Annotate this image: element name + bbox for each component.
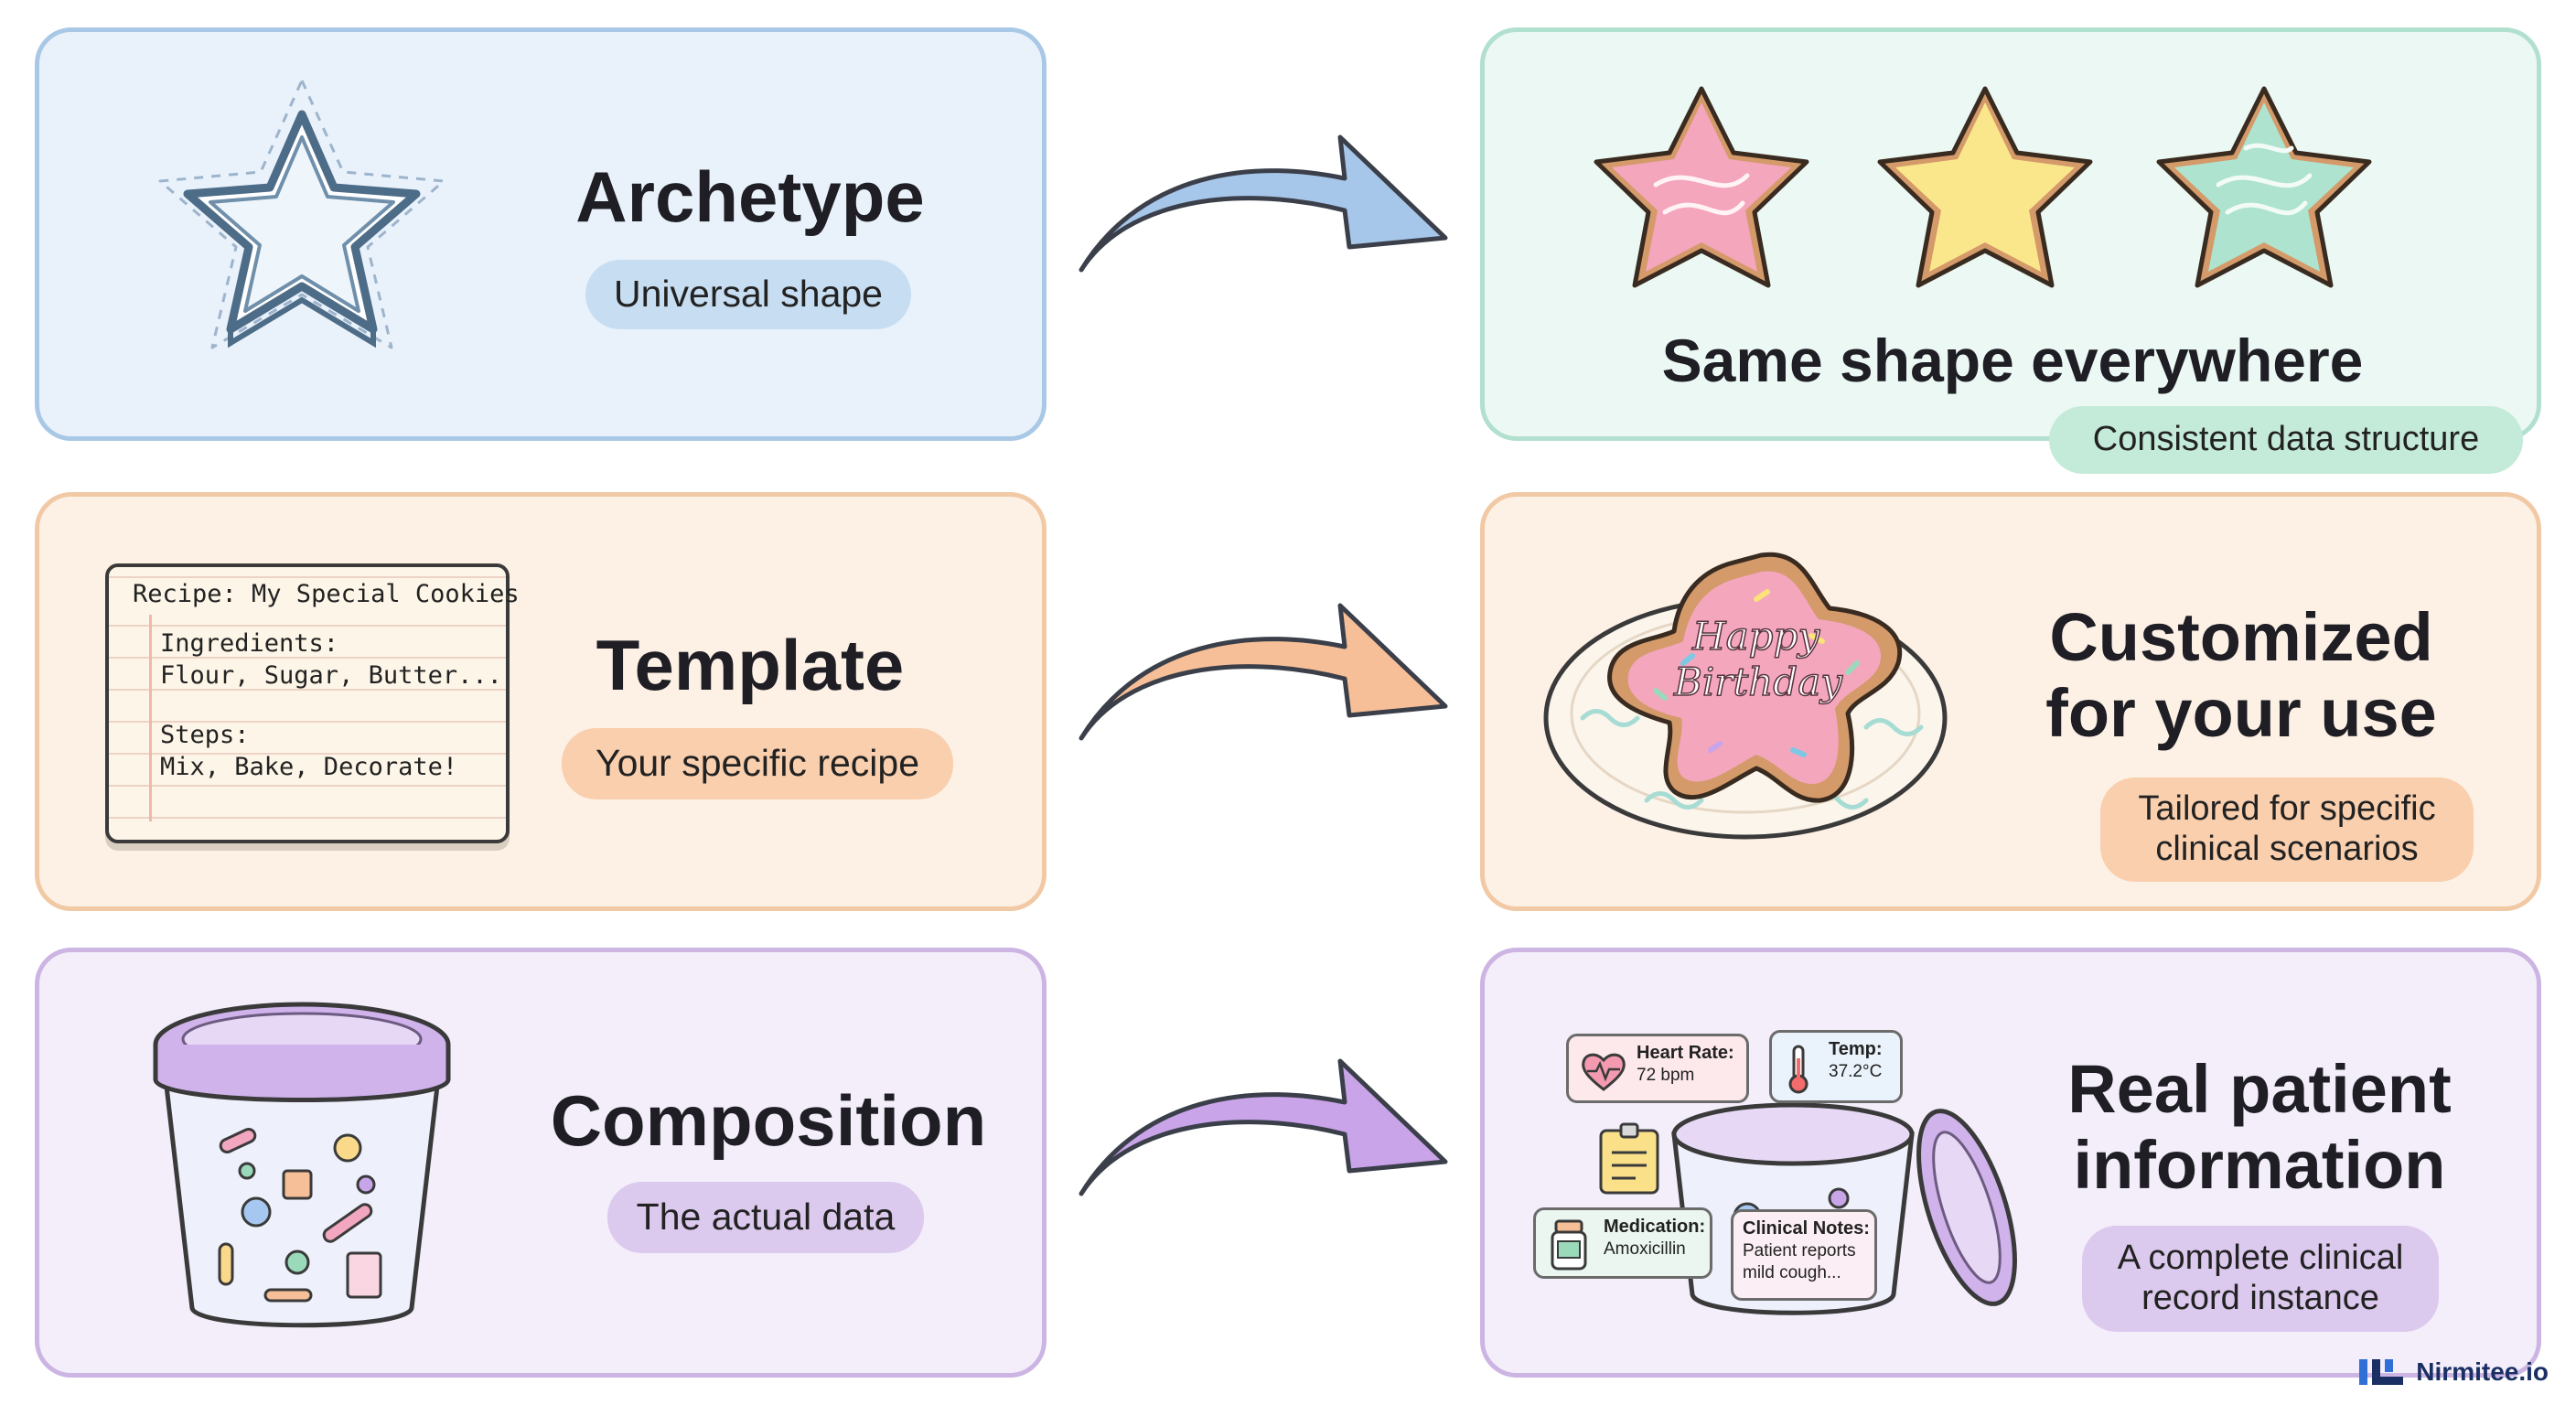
temp-label: Temp: [1829, 1039, 1883, 1059]
template-pill: Your specific recipe [562, 728, 953, 799]
cookie-line-2: Birthday [1673, 660, 1843, 704]
recipe-card-icon: Recipe: My Special Cookies Ingredients: … [105, 563, 520, 843]
brand-logo[interactable]: Nirmitee.io [2357, 1356, 2549, 1389]
customized-pill-line2: clinical scenarios [2155, 830, 2419, 868]
recipe-steps: Mix, Bake, Decorate! [160, 753, 458, 781]
same-shape-pill: Consistent data structure [2049, 406, 2523, 474]
customized-title-line1: Customized [2049, 599, 2433, 675]
heart-rate-tag: Heart Rate: 72 bpm [1566, 1034, 1749, 1103]
medication-tag: Medication: Amoxicillin [1533, 1207, 1712, 1279]
same-shape-title: Same shape everywhere [1661, 327, 2364, 394]
real-patient-pill-line2: record instance [2141, 1279, 2379, 1317]
cookie-line-1: Happy [1691, 614, 1820, 659]
archetype-card [35, 27, 1046, 441]
composition-title: Composition [550, 1080, 987, 1161]
clinical-notes-label: Clinical Notes: [1743, 1218, 1870, 1239]
recipe-margin-line [149, 615, 152, 821]
heart-rate-value: 72 bpm [1637, 1066, 1695, 1085]
template-title: Template [596, 625, 905, 705]
brand-name: Nirmitee.io [2416, 1357, 2549, 1386]
recipe-heading: Recipe: My Special Cookies [133, 580, 520, 608]
arrow-right-icon [1079, 603, 1448, 741]
star-cutter-icon [158, 79, 445, 349]
real-patient-title: Real patient information [2031, 1051, 2488, 1204]
note-icon [1599, 1122, 1659, 1195]
recipe-ingredients-label: Ingredients: [160, 629, 339, 658]
clinical-notes-line1: Patient reports [1743, 1241, 1856, 1260]
customized-pill-line1: Tailored for specific [2138, 789, 2436, 829]
arrow-right-icon [1079, 134, 1448, 273]
customized-title-line2: for your use [2045, 674, 2437, 751]
heart-icon [1582, 1053, 1626, 1091]
real-patient-pill-line1: A complete clinical [2117, 1239, 2404, 1278]
clinical-notes-line2: mild cough... [1743, 1262, 1841, 1282]
clinical-notes-tag: Clinical Notes: Patient reports mild cou… [1731, 1209, 1877, 1301]
medication-bottle-icon [1551, 1219, 1587, 1271]
arrow-right-icon [1079, 1058, 1448, 1196]
archetype-pill: Universal shape [585, 260, 911, 329]
brand-logo-icon [2359, 1359, 2404, 1385]
data-jar-icon [153, 1002, 451, 1328]
recipe-steps-label: Steps: [160, 721, 250, 749]
medication-value: Amoxicillin [1604, 1239, 1686, 1259]
real-patient-pill: A complete clinical record instance [2082, 1226, 2439, 1332]
star-cookie-icon [1594, 86, 2372, 288]
composition-pill: The actual data [607, 1182, 924, 1253]
customized-pill: Tailored for specific clinical scenarios [2100, 778, 2474, 882]
temp-tag: Temp: 37.2°C [1769, 1030, 1903, 1103]
cookie-lettering: Happy Birthday [1672, 613, 1844, 705]
thermometer-icon [1788, 1045, 1809, 1094]
customized-title: Customized for your use [2003, 599, 2479, 752]
birthday-cookie-icon [1543, 552, 1948, 840]
temp-value: 37.2°C [1829, 1062, 1883, 1081]
heart-rate-label: Heart Rate: [1637, 1043, 1734, 1063]
real-patient-title-line1: Real patient [2067, 1051, 2452, 1127]
real-patient-title-line2: information [2073, 1126, 2446, 1203]
medication-label: Medication: [1604, 1217, 1706, 1237]
recipe-ingredients: Flour, Sugar, Butter... [160, 661, 502, 690]
archetype-title: Archetype [575, 156, 925, 237]
